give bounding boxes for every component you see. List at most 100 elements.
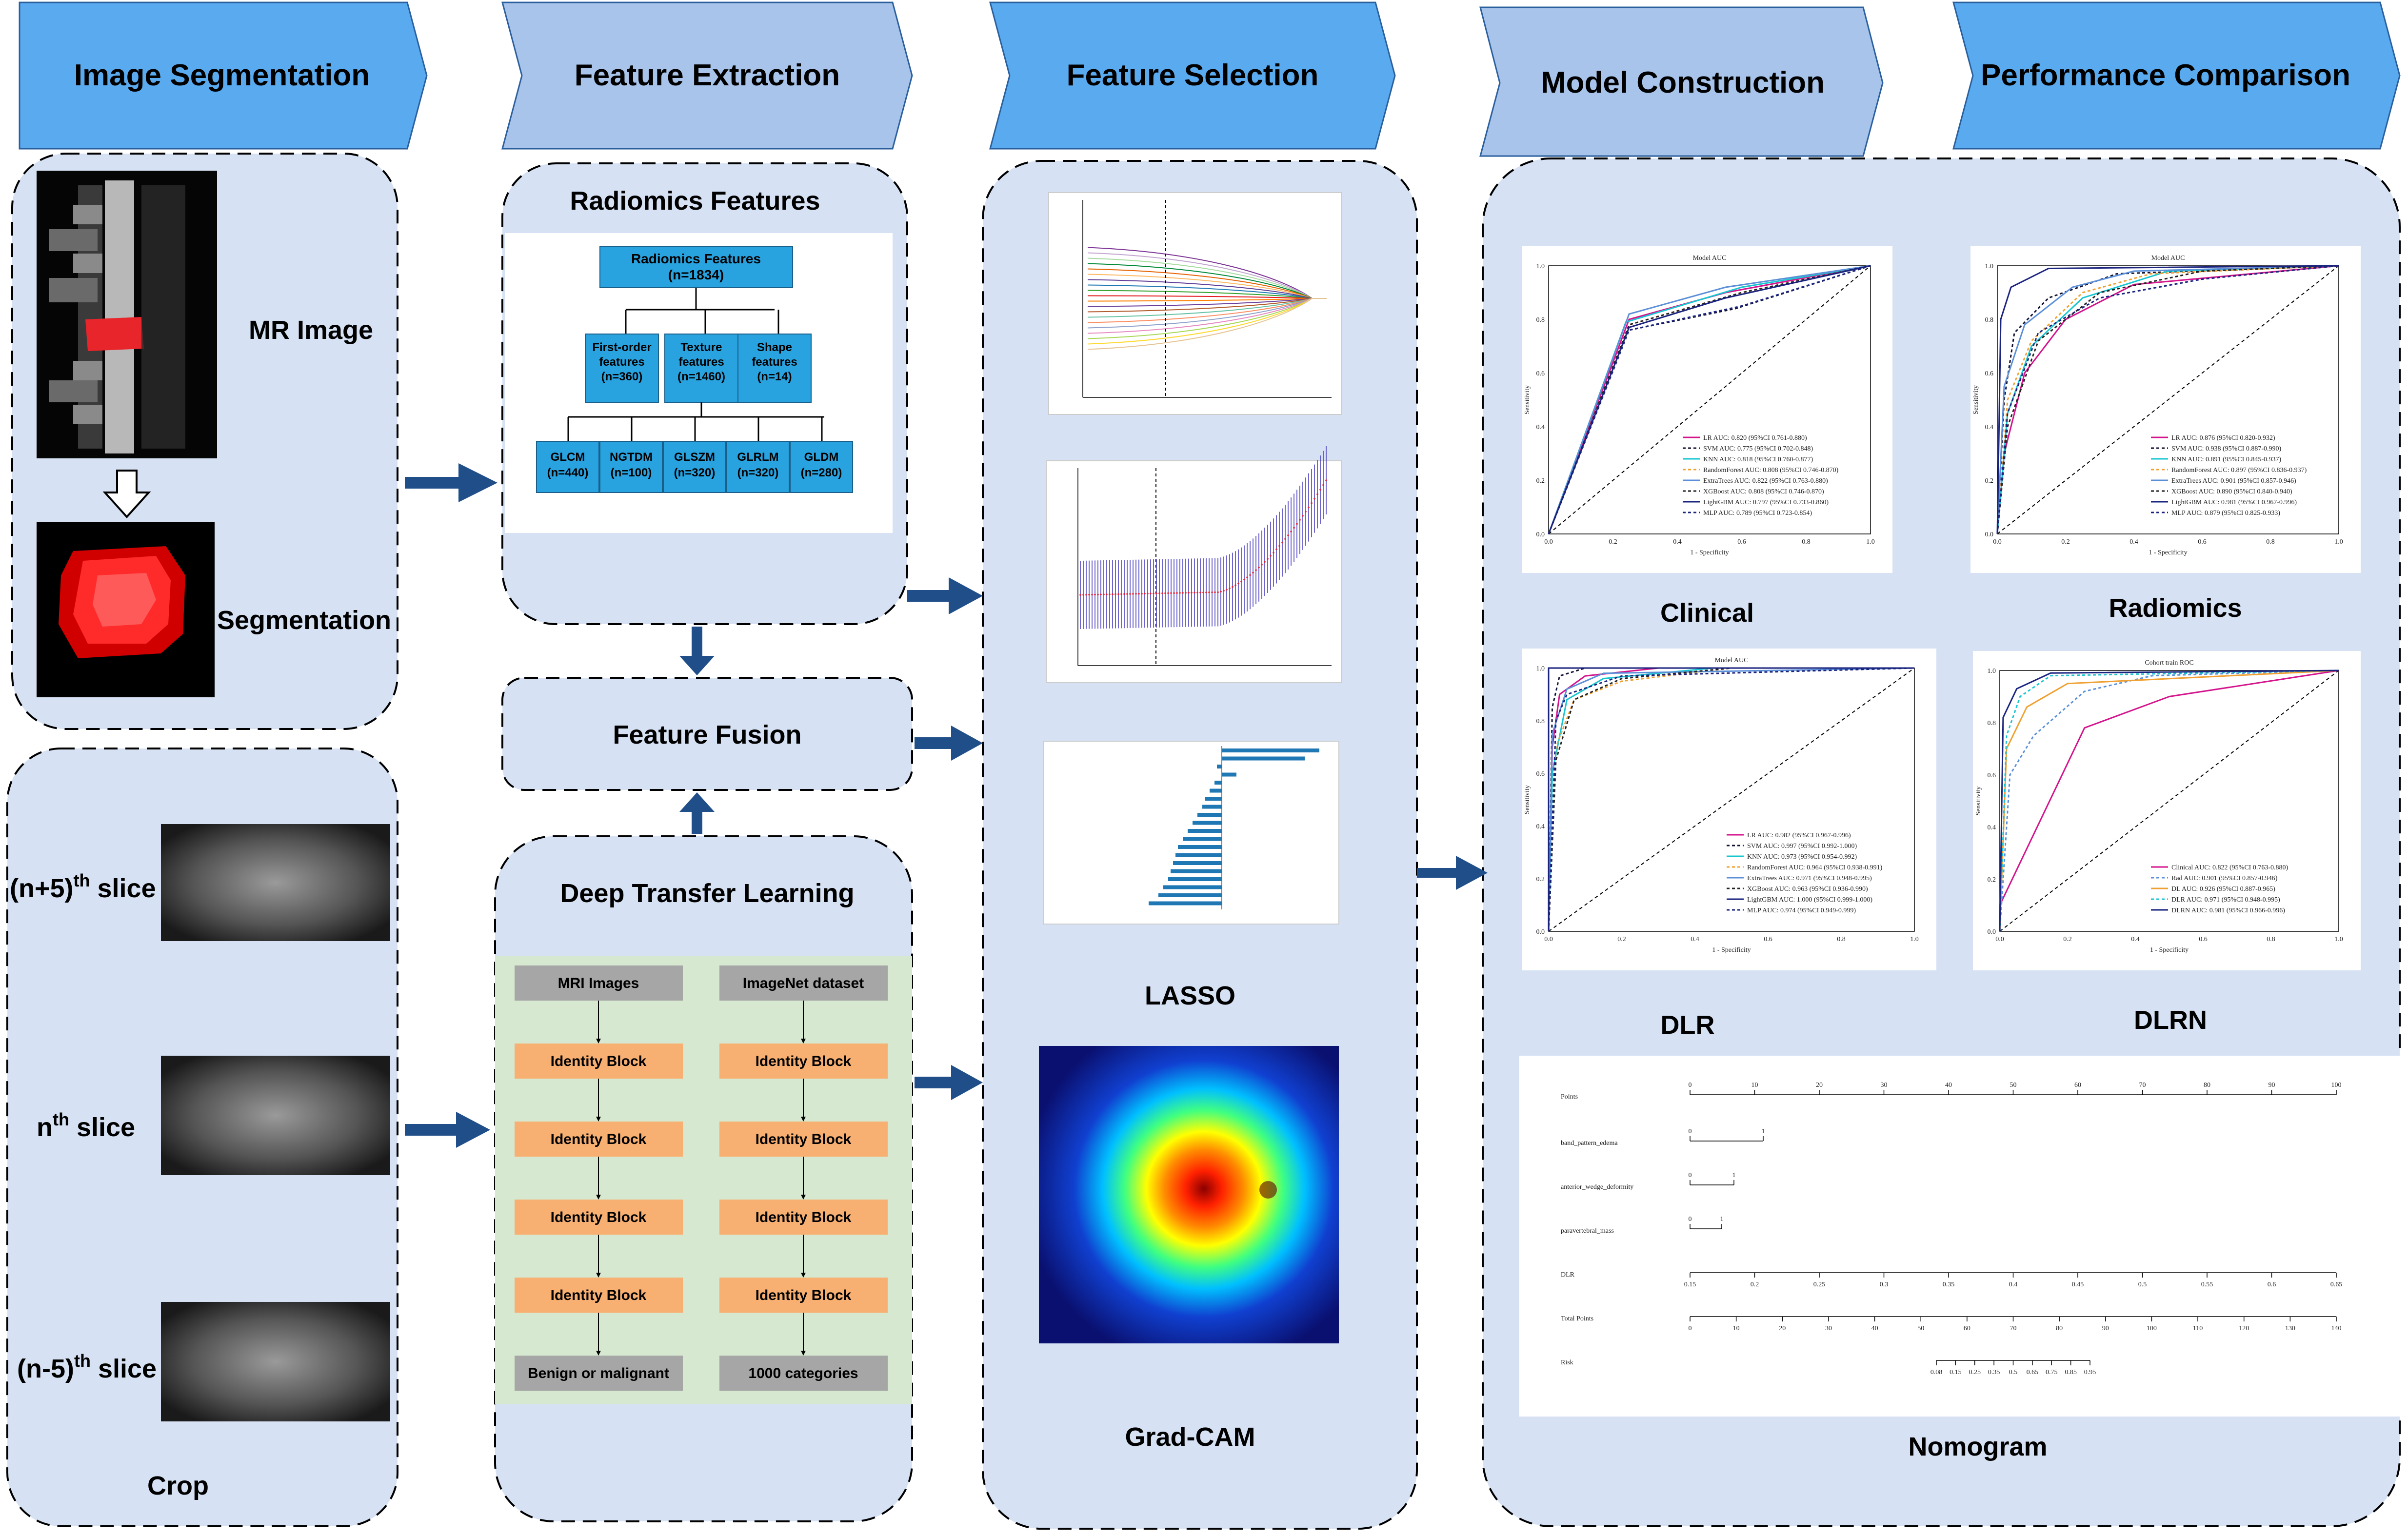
cv-point (1237, 582, 1239, 585)
legend-entry: Rad AUC: 0.901 (95%CI 0.857-0.946) (2171, 875, 2278, 882)
roc-radiomics: Model AUC0.00.00.20.20.40.40.60.60.80.81… (1970, 246, 2361, 573)
roc-ytick: 0.2 (1536, 477, 1545, 485)
gradcam-label: Grad-CAM (1125, 1422, 1255, 1452)
svg-text:Model Construction: Model Construction (1541, 66, 1825, 99)
roc-frame (1522, 246, 1892, 573)
roc-ylabel: Sensitivity (1975, 787, 1982, 816)
coef-path (1087, 298, 1327, 307)
cv-point (1214, 591, 1216, 593)
tree-level2-text: Shape (757, 341, 792, 354)
tree-level2-text: (n=360) (601, 370, 643, 383)
nomogram-tick-label: 10 (1733, 1325, 1740, 1332)
svg-text:nth slice: nth slice (37, 1109, 135, 1142)
roc-ytick: 0.2 (1536, 876, 1545, 883)
coef-path (1087, 252, 1327, 299)
legend-entry: ExtraTrees AUC: 0.901 (95%CI 0.857-0.946… (2171, 477, 2296, 485)
roc-ytick: 0.4 (1536, 424, 1545, 431)
roc-curve (1548, 265, 1871, 534)
roc-ylabel: Sensitivity (1972, 385, 1980, 414)
svg-text:Feature Fusion: Feature Fusion (613, 720, 801, 749)
tree-level3-box (663, 441, 726, 493)
legend-entry: DLR AUC: 0.971 (95%CI 0.948-0.995) (2171, 896, 2280, 904)
svg-text:Image Segmentation: Image Segmentation (74, 59, 370, 92)
cv-point (1202, 591, 1204, 593)
coef-bar (1222, 748, 1319, 752)
coef-bar (1193, 821, 1222, 825)
legend-entry: XGBoost AUC: 0.963 (95%CI 0.936-0.990) (1747, 886, 1868, 893)
nomogram-tick-label: 0.35 (1988, 1369, 2000, 1376)
roc-xtick: 0.0 (1993, 538, 2002, 546)
cv-point (1287, 534, 1289, 536)
lasso-label: LASSO (1145, 981, 1235, 1010)
dtl-left-label: MRI Images (558, 975, 639, 991)
cv-point (1082, 594, 1084, 596)
tree-root-text: (n=1834) (668, 267, 724, 282)
clinical-label: Clinical (1660, 598, 1754, 628)
roc-ytick: 0.0 (1988, 928, 1996, 936)
nomogram-tick-label: 1 (1720, 1216, 1724, 1223)
roc-title: Model AUC (2151, 255, 2185, 262)
roc-xtick: 0.6 (1737, 538, 1746, 546)
roc-xtick: 0.4 (2131, 936, 2140, 943)
coef-bar (1197, 813, 1222, 817)
down-arrow-icon (102, 470, 151, 518)
flow-arrows (405, 463, 1488, 1148)
header-performance-comparison: Performance Comparison (1952, 1, 2401, 150)
slice-label-3: (n-5)th slice (17, 1351, 157, 1383)
cv-point (1217, 591, 1219, 593)
roc-ytick: 0.0 (1536, 531, 1545, 538)
nomogram-tick-label: 0.5 (2138, 1281, 2147, 1288)
crop-panel: (n+5)th slice nth slice (n-5)th slice Cr… (6, 748, 398, 1527)
roc-xtick: 0.2 (1617, 936, 1626, 943)
dtl-left-block (515, 965, 683, 1001)
tree-level2-text: (n=1460) (677, 370, 725, 383)
tree-level3-text: GLRLM (737, 451, 778, 464)
cv-point (1211, 591, 1213, 593)
coef-path (1087, 257, 1327, 299)
coef-path (1087, 298, 1327, 323)
cv-point (1226, 589, 1228, 591)
slice-image-1 (161, 824, 390, 941)
coef-path (1087, 298, 1327, 345)
cv-point (1182, 592, 1184, 594)
lasso-coefficient-plot (1048, 192, 1342, 415)
nomogram-tick-label: 0.6 (2268, 1281, 2276, 1288)
legend-entry: LightGBM AUC: 0.797 (95%CI 0.733-0.860) (1703, 499, 1829, 506)
arrow-up-icon (679, 792, 715, 834)
tree-level3-text: GLDM (804, 451, 839, 464)
cv-point (1085, 593, 1087, 596)
dtl-left-label: Identity Block (551, 1131, 647, 1147)
nomogram-tick-label: 140 (2331, 1325, 2342, 1332)
dtl-right-block (719, 965, 888, 1001)
roc-xtick: 0.2 (2061, 538, 2070, 546)
cv-point (1158, 592, 1160, 594)
roc-diagonal (1548, 668, 1915, 932)
roc-curve (1548, 667, 1915, 932)
nomogram-tick-label: 0.3 (1880, 1281, 1889, 1288)
cv-point (1270, 554, 1272, 557)
roc-ytick: 0.4 (1985, 424, 1994, 431)
cv-point (1114, 593, 1116, 595)
roc-diagonal (1548, 265, 1871, 534)
nomogram-row-label: Points (1561, 1093, 1578, 1101)
cv-point (1196, 591, 1198, 594)
nomogram-tick-label: 50 (1917, 1325, 1924, 1332)
cv-point (1155, 592, 1157, 594)
cv-point (1135, 592, 1137, 595)
header-model-construction: Model Construction (1479, 6, 1884, 157)
svg-text:Feature Selection: Feature Selection (1067, 59, 1319, 92)
nomogram-tick-label: 60 (2074, 1082, 2081, 1089)
cv-point (1109, 593, 1111, 595)
crop-label: Crop (147, 1471, 209, 1500)
coef-path (1087, 298, 1327, 339)
legend-entry: LR AUC: 0.876 (95%CI 0.820-0.932) (2171, 434, 2275, 442)
radiomics-label: Radiomics (2109, 593, 2242, 623)
roc-ytick: 0.6 (1536, 770, 1545, 778)
nomogram-tick-label: 0.85 (2065, 1369, 2077, 1376)
cv-point (1281, 541, 1283, 544)
dtl-left-label: Identity Block (551, 1053, 647, 1069)
coefficient-bar-plot (1043, 741, 1339, 925)
cv-point (1316, 493, 1318, 495)
cv-point (1138, 592, 1140, 595)
coef-bar (1222, 772, 1236, 777)
